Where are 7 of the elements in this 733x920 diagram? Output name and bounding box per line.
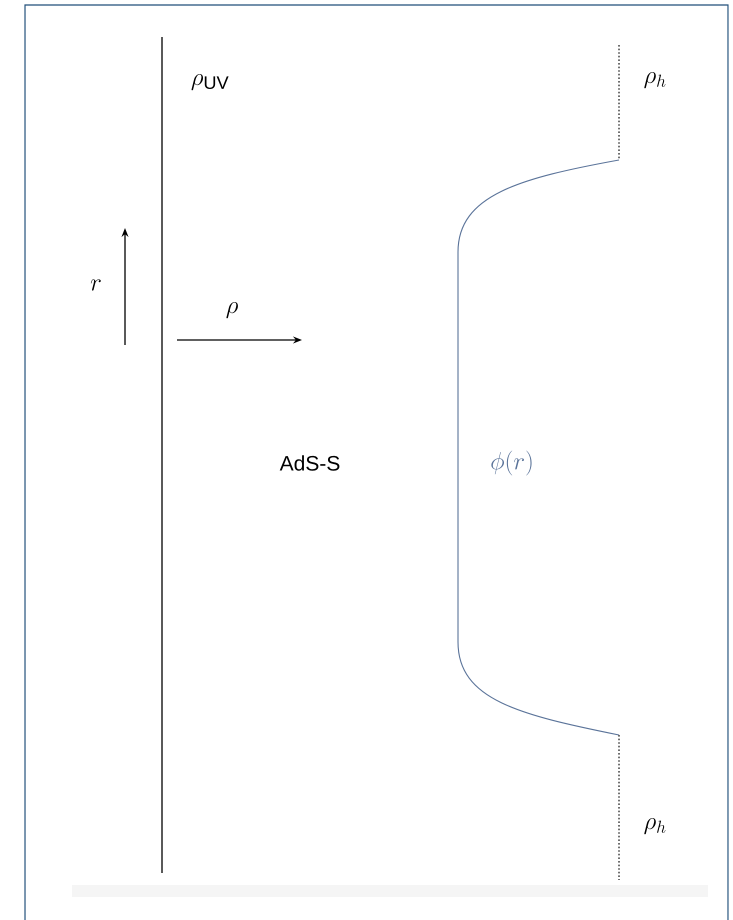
math-label: $\rho_h$ <box>644 818 666 834</box>
math-label: $r$ <box>90 279 101 291</box>
math-label: $\rho_h$ <box>644 72 666 88</box>
math-label: $\phi(r)$ <box>491 450 532 476</box>
math-label: $\rho_{\mathrm{UV}}$ <box>192 74 229 90</box>
math-label: $\rho$ <box>226 302 238 318</box>
region-label: AdS-S <box>280 455 340 471</box>
